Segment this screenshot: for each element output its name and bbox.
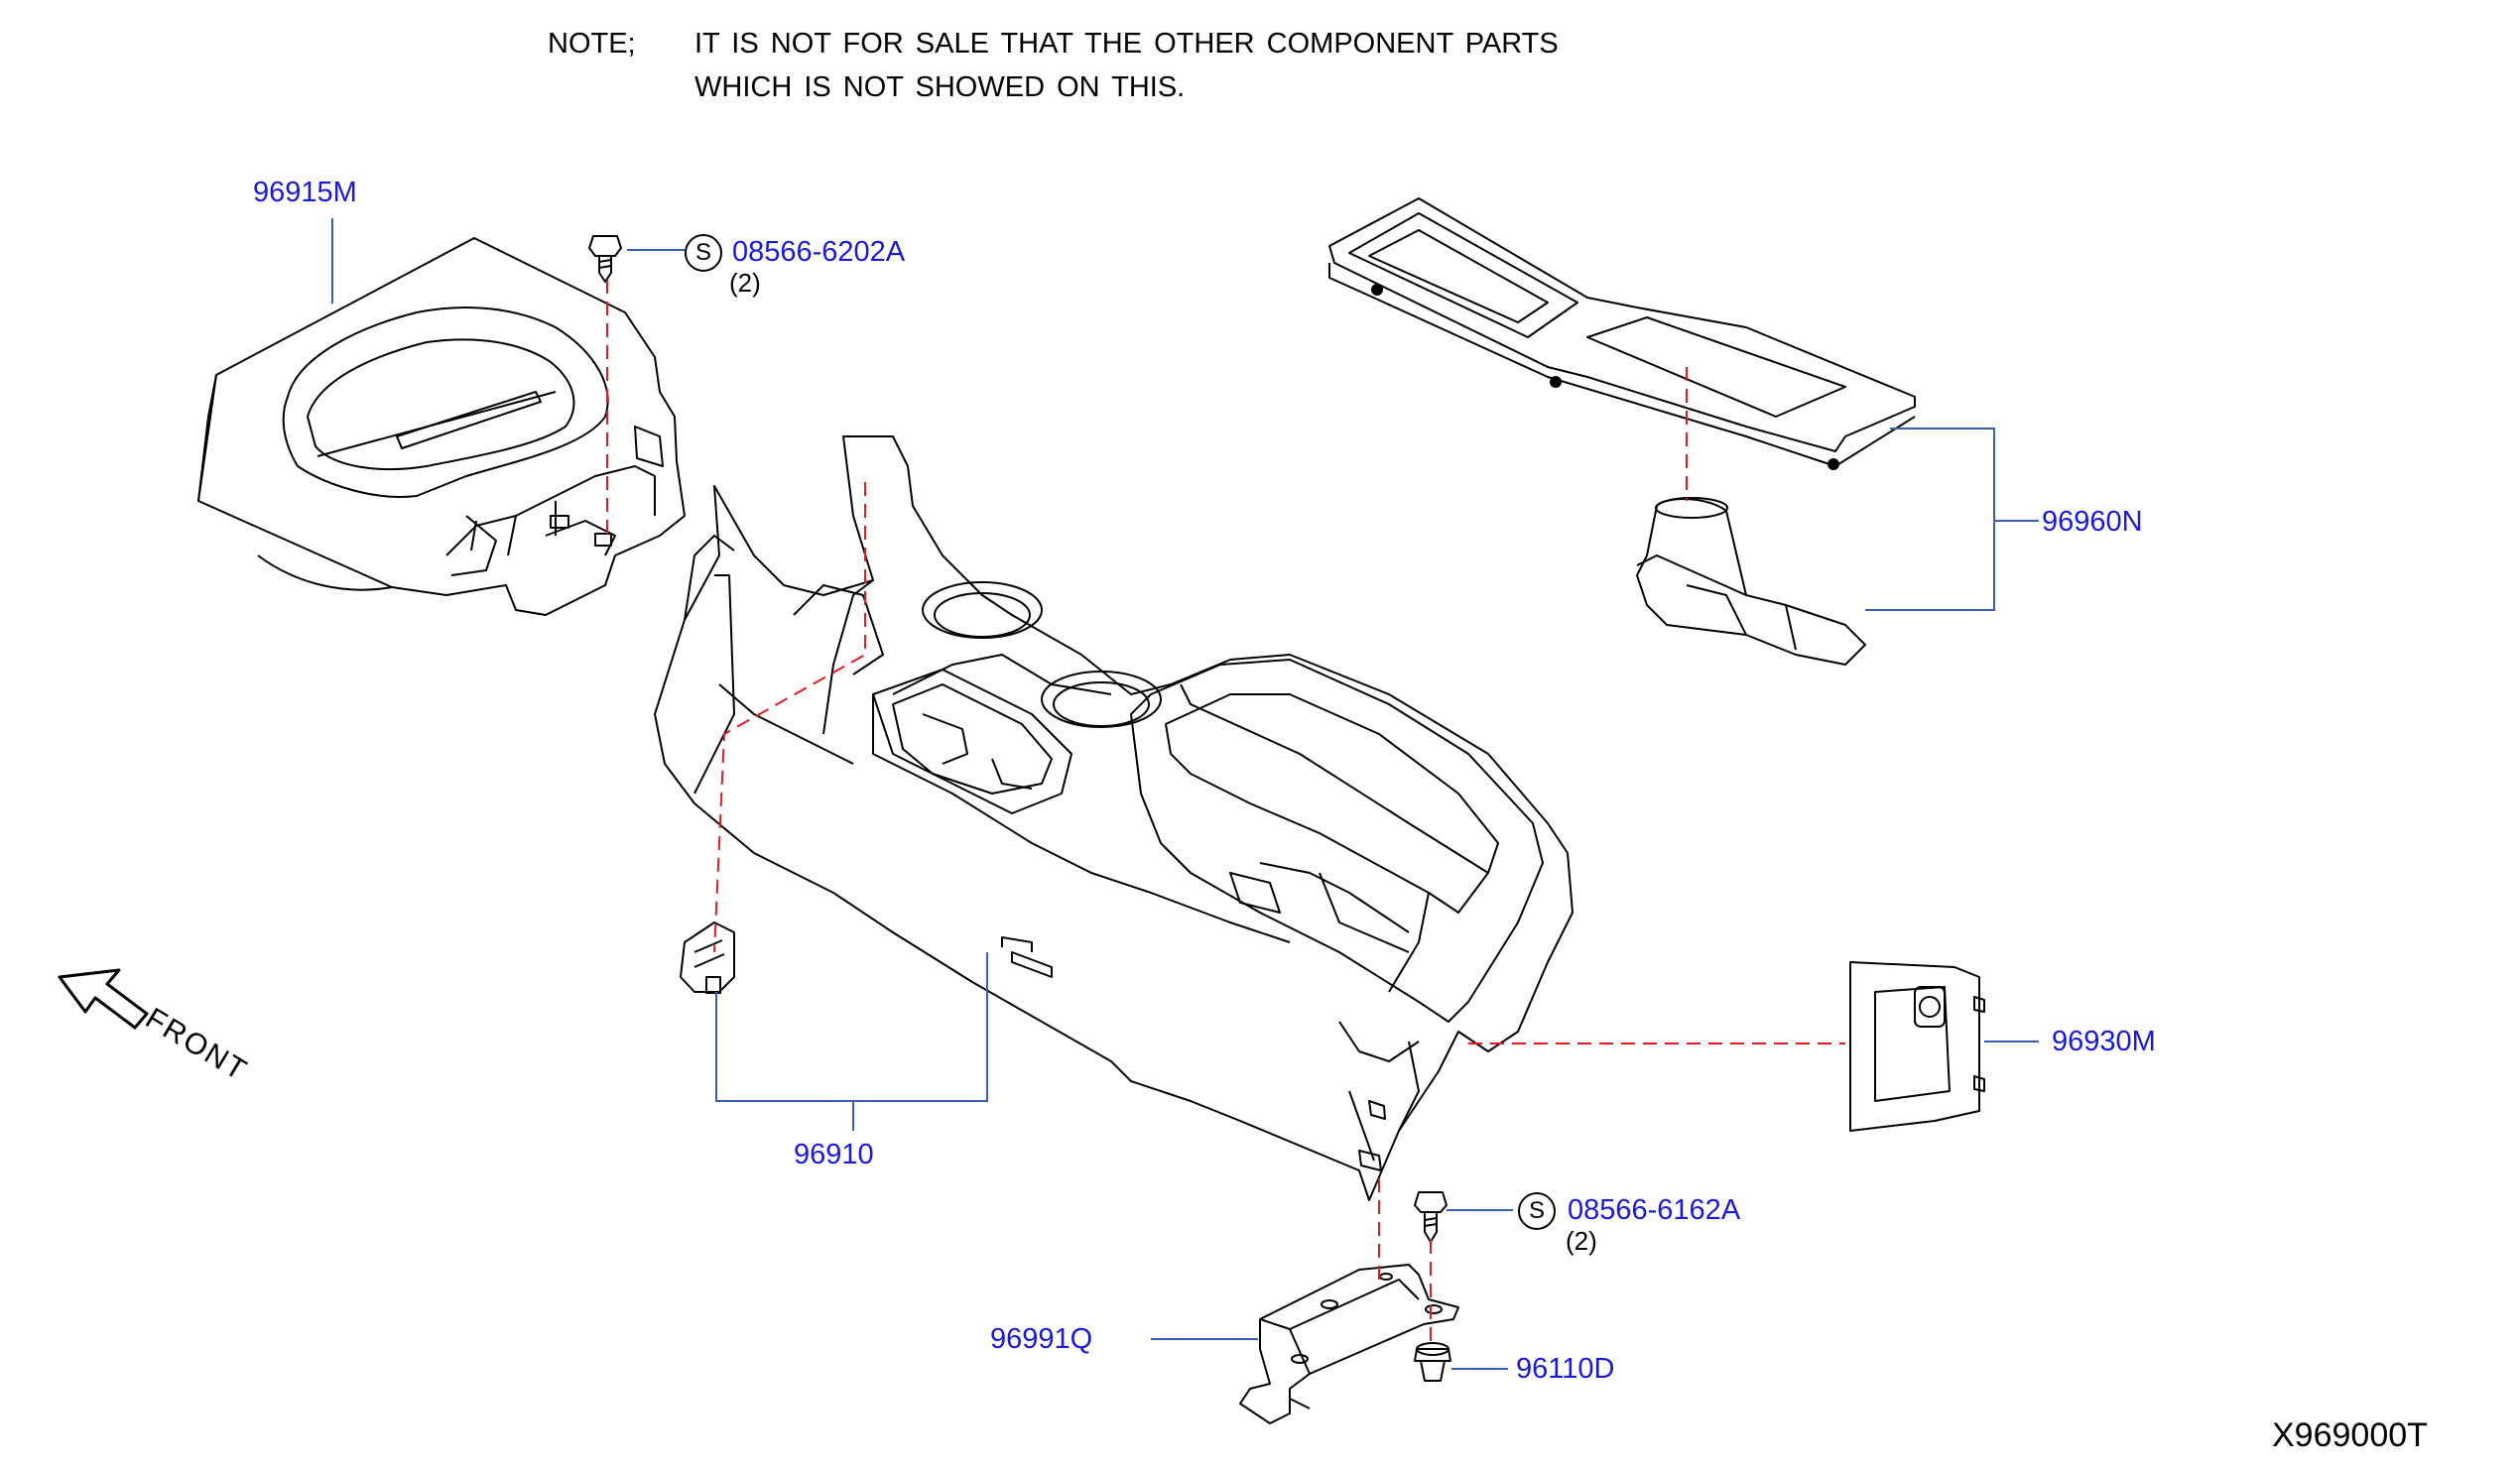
- part-label-08566-6162a[interactable]: 08566-6162A: [1568, 1194, 1741, 1226]
- standard-part-symbol: S: [1518, 1192, 1556, 1230]
- center-lines: [606, 280, 1845, 1347]
- shift-trim-96960n: [1328, 197, 1916, 666]
- part-label-96910[interactable]: 96910: [794, 1139, 874, 1170]
- part-label-96991q[interactable]: 96991Q: [990, 1323, 1093, 1355]
- part-label-96915m[interactable]: 96915M: [253, 177, 357, 208]
- part-label-96110d[interactable]: 96110D: [1516, 1353, 1615, 1385]
- side-panel-96930m: [1849, 961, 1985, 1132]
- screw-bottom: [1414, 1191, 1448, 1243]
- standard-part-symbol: S: [685, 234, 722, 272]
- part-label-96930m[interactable]: 96930M: [2052, 1026, 2156, 1057]
- part-label-96960n[interactable]: 96960N: [2042, 506, 2143, 538]
- quantity-screw-top: (2): [729, 268, 761, 298]
- note-prefix: NOTE;: [548, 28, 636, 60]
- note-line-1: IT IS NOT FOR SALE THAT THE OTHER COMPON…: [694, 28, 1559, 60]
- main-console-96910: [654, 435, 1574, 1201]
- front-arrow-icon: [58, 968, 149, 1030]
- clip-96110d: [1414, 1342, 1451, 1382]
- part-label-08566-6202a[interactable]: 08566-6202A: [732, 236, 906, 268]
- diagram-reference-code: X969000T: [2272, 1416, 2428, 1454]
- bracket-96991q: [1239, 1264, 1459, 1424]
- note-line-2: WHICH IS NOT SHOWED ON THIS.: [694, 71, 1186, 103]
- console-clip: [680, 921, 735, 994]
- leader-lines: [331, 218, 2039, 1370]
- screw-top: [588, 235, 622, 283]
- quantity-screw-bottom: (2): [1566, 1226, 1597, 1256]
- rear-tray-96915m: [197, 237, 686, 616]
